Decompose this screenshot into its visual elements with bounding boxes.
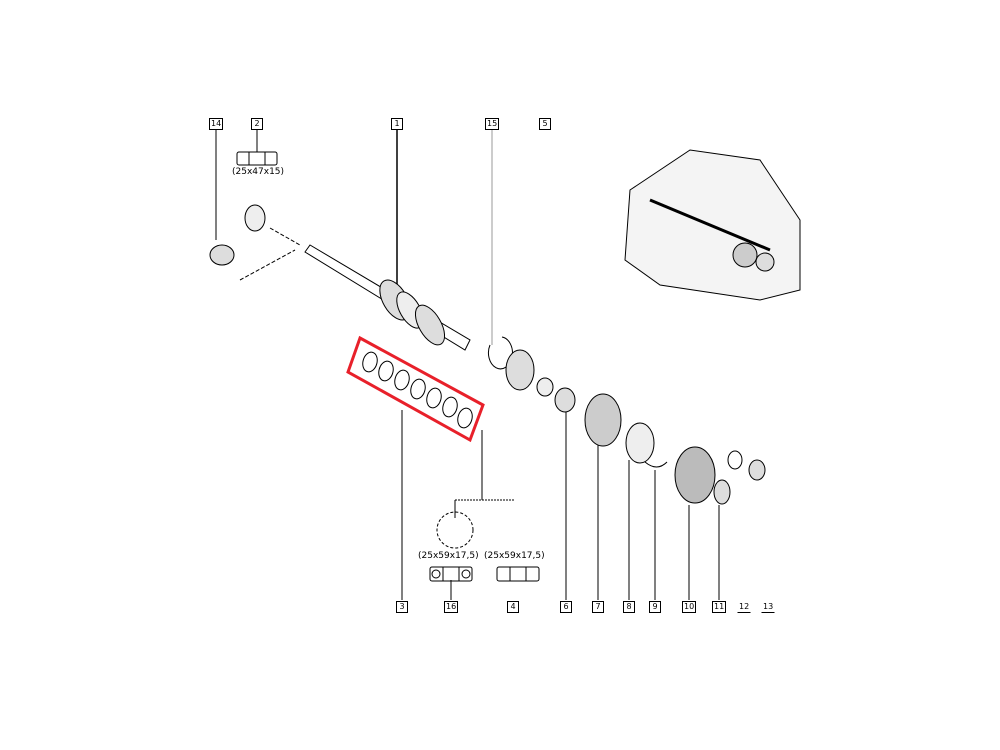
synchro-ring-8	[625, 422, 655, 464]
ref-9[interactable]: 9	[649, 601, 661, 613]
primary-shaft	[304, 244, 471, 351]
dimension-bearing-2: (25x47x15)	[232, 167, 285, 177]
ref-6[interactable]: 6	[560, 601, 572, 613]
ref-11[interactable]: 11	[712, 601, 727, 613]
leader-lines	[215, 130, 720, 600]
ref-5[interactable]: 5	[539, 118, 551, 130]
dimension-bearing-16: (25x59x17,5)	[418, 551, 479, 561]
ref-2[interactable]: 2	[251, 118, 263, 130]
ref-15[interactable]: 15	[485, 118, 500, 130]
ref-14[interactable]: 14	[209, 118, 224, 130]
bearing-4-symbol	[496, 566, 540, 582]
part-12	[727, 450, 743, 470]
gear-10	[674, 446, 716, 504]
bearing-5	[505, 349, 535, 391]
part-11	[713, 479, 731, 505]
ref-8[interactable]: 8	[623, 601, 635, 613]
ref-10[interactable]: 10	[682, 601, 697, 613]
ref-13[interactable]: 13	[761, 601, 776, 613]
ref-3[interactable]: 3	[396, 601, 408, 613]
ref-4[interactable]: 4	[507, 601, 519, 613]
washer	[536, 377, 554, 397]
ref-1[interactable]: 1	[391, 118, 403, 130]
gearbox-housing-illustration	[624, 149, 801, 301]
highlight-box-part-3	[346, 335, 485, 443]
bearing-16-symbol	[429, 566, 473, 582]
gear-7	[584, 393, 622, 447]
spring-9	[644, 461, 668, 468]
bearings-left	[209, 204, 266, 266]
bearing-2-symbol	[236, 151, 278, 166]
ref-7[interactable]: 7	[592, 601, 604, 613]
dimension-bearing-4: (25x59x17,5)	[484, 551, 545, 561]
ref-12[interactable]: 12	[737, 601, 752, 613]
shim-set-3	[362, 351, 473, 429]
detail-magnifier	[436, 511, 474, 549]
nut-13	[748, 459, 766, 481]
ref-16[interactable]: 16	[444, 601, 459, 613]
part-6	[554, 387, 576, 413]
